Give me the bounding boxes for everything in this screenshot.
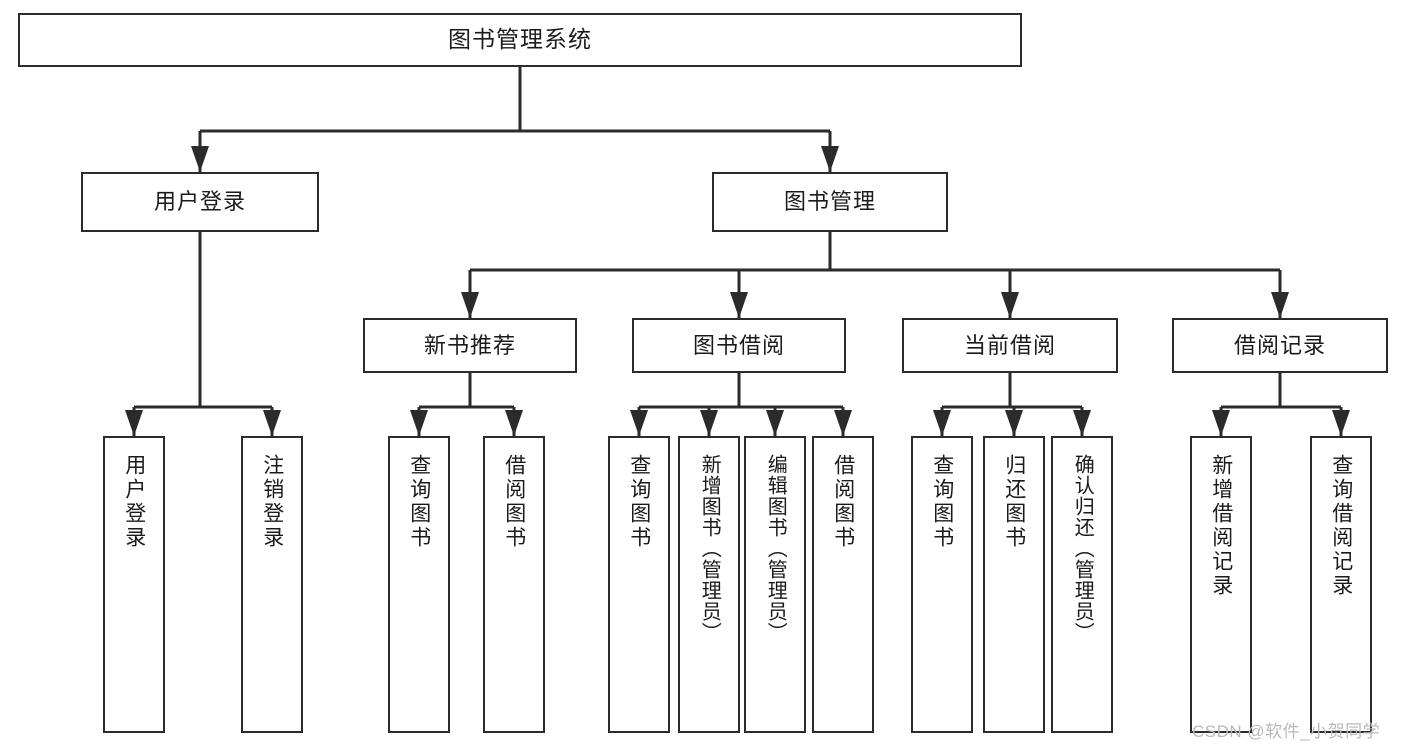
arrowhead-icon: [834, 410, 852, 436]
node-label: 编辑图书（管理员）: [764, 454, 787, 643]
node-label: 注销登录: [260, 454, 284, 550]
node-leaf10[interactable]: 归还图书: [983, 436, 1045, 733]
node-label: 图书管理系统: [448, 26, 592, 53]
node-leaf13[interactable]: 查询借阅记录: [1310, 436, 1372, 733]
arrowhead-icon: [1271, 292, 1289, 318]
node-leaf5[interactable]: 查询图书: [608, 436, 670, 733]
node-leaf3[interactable]: 查询图书: [388, 436, 450, 733]
arrowhead-icon: [125, 410, 143, 436]
node-current[interactable]: 当前借阅: [902, 318, 1118, 373]
node-label: 归还图书: [1002, 454, 1026, 550]
arrowhead-icon: [461, 292, 479, 318]
arrowhead-icon: [191, 146, 209, 172]
node-leaf1[interactable]: 用户登录: [103, 436, 165, 733]
node-leaf11[interactable]: 确认归还（管理员）: [1051, 436, 1113, 733]
arrowhead-icon: [1073, 410, 1091, 436]
node-newbook[interactable]: 新书推荐: [363, 318, 577, 373]
node-label: 确认归还（管理员）: [1071, 454, 1094, 643]
arrowhead-icon: [766, 410, 784, 436]
arrowhead-icon: [505, 410, 523, 436]
arrowhead-icon: [821, 146, 839, 172]
node-label: 用户登录: [122, 454, 146, 550]
node-label: 新增借阅记录: [1209, 454, 1233, 598]
node-leaf12[interactable]: 新增借阅记录: [1190, 436, 1252, 733]
arrowhead-icon: [700, 410, 718, 436]
arrowhead-icon: [263, 410, 281, 436]
node-bookmgmt[interactable]: 图书管理: [712, 172, 948, 232]
node-label: 当前借阅: [963, 332, 1056, 358]
node-label: 查询图书: [930, 454, 954, 550]
node-login[interactable]: 用户登录: [81, 172, 319, 232]
arrowhead-icon: [1001, 292, 1019, 318]
node-leaf6[interactable]: 新增图书（管理员）: [678, 436, 740, 733]
node-label: 借阅图书: [831, 454, 855, 550]
node-label: 图书借阅: [692, 332, 785, 358]
node-label: 借阅记录: [1233, 332, 1326, 358]
arrowhead-icon: [730, 292, 748, 318]
node-label: 用户登录: [153, 189, 246, 215]
arrowhead-icon: [410, 410, 428, 436]
node-label: 查询图书: [407, 454, 431, 550]
node-root[interactable]: 图书管理系统: [18, 13, 1022, 67]
arrowhead-icon: [1332, 410, 1350, 436]
node-leaf2[interactable]: 注销登录: [241, 436, 303, 733]
arrowhead-icon: [1212, 410, 1230, 436]
node-records[interactable]: 借阅记录: [1172, 318, 1388, 373]
arrowhead-icon: [933, 410, 951, 436]
arrowhead-icon: [1005, 410, 1023, 436]
node-label: 查询图书: [627, 454, 651, 550]
node-label: 新书推荐: [423, 332, 516, 358]
node-label: 借阅图书: [502, 454, 526, 550]
node-leaf9[interactable]: 查询图书: [911, 436, 973, 733]
node-borrow[interactable]: 图书借阅: [632, 318, 846, 373]
arrowhead-icon: [630, 410, 648, 436]
node-leaf8[interactable]: 借阅图书: [812, 436, 874, 733]
node-label: 新增图书（管理员）: [698, 454, 721, 643]
watermark: CSDN @软件_小贺同学: [1192, 722, 1381, 741]
node-label: 查询借阅记录: [1329, 454, 1353, 598]
node-leaf4[interactable]: 借阅图书: [483, 436, 545, 733]
node-label: 图书管理: [783, 189, 876, 215]
node-leaf7[interactable]: 编辑图书（管理员）: [744, 436, 806, 733]
